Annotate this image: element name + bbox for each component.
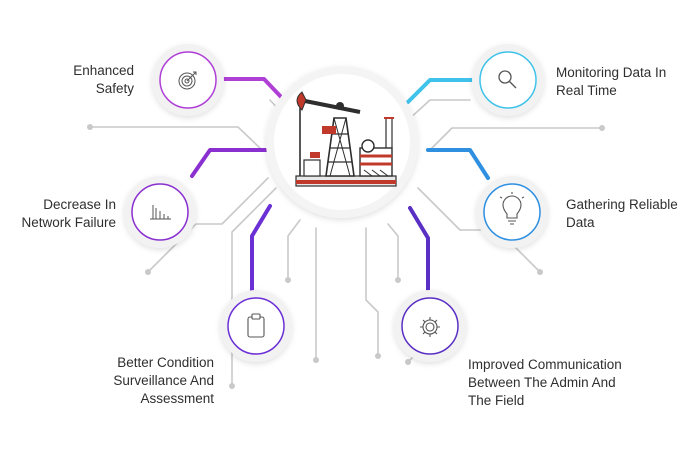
- label-monitoring-data: Monitoring Data In Real Time: [556, 64, 696, 100]
- label-line: Monitoring Data In: [556, 65, 667, 80]
- label-improved-communication: Improved Communication Between The Admin…: [468, 356, 668, 410]
- node-decrease-network-failure[interactable]: [124, 176, 196, 248]
- label-line: Gathering Reliable: [566, 197, 678, 212]
- target-icon: [178, 71, 197, 90]
- magnifier-icon: [498, 70, 517, 89]
- label-line: Network Failure: [21, 215, 116, 230]
- label-line: Enhanced: [73, 63, 134, 78]
- center-hub: [266, 66, 418, 218]
- bar-chart-icon: [150, 205, 171, 220]
- label-enhanced-safety: Enhanced Safety: [30, 62, 134, 98]
- label-line: Decrease In: [43, 197, 116, 212]
- label-decrease-network-failure: Decrease In Network Failure: [4, 196, 116, 232]
- label-better-condition-surveillance: Better Condition Surveillance And Assess…: [84, 354, 214, 408]
- lightbulb-icon: [499, 192, 525, 225]
- label-line: Improved Communication: [468, 357, 622, 372]
- label-line: The Field: [468, 393, 525, 408]
- label-line: Real Time: [556, 83, 617, 98]
- colored-connectors: [190, 77, 490, 294]
- label-line: Assessment: [140, 391, 214, 406]
- node-improved-communication[interactable]: [394, 290, 466, 362]
- label-line: Data: [566, 215, 595, 230]
- label-gathering-reliable-data: Gathering Reliable Data: [566, 196, 696, 232]
- node-better-condition-surveillance[interactable]: [220, 290, 292, 362]
- label-line: Safety: [95, 81, 134, 96]
- node-enhanced-safety[interactable]: [152, 44, 224, 116]
- oil-pump-jack-icon: [295, 91, 397, 187]
- label-line: Better Condition: [117, 355, 214, 370]
- clipboard-icon: [247, 313, 265, 338]
- label-line: Surveillance And: [113, 373, 214, 388]
- circuit-nodes: [87, 124, 605, 389]
- label-line: Between The Admin And: [468, 375, 616, 390]
- node-monitoring-data[interactable]: [472, 44, 544, 116]
- gear-icon: [420, 317, 440, 337]
- node-gathering-reliable-data[interactable]: [476, 176, 548, 248]
